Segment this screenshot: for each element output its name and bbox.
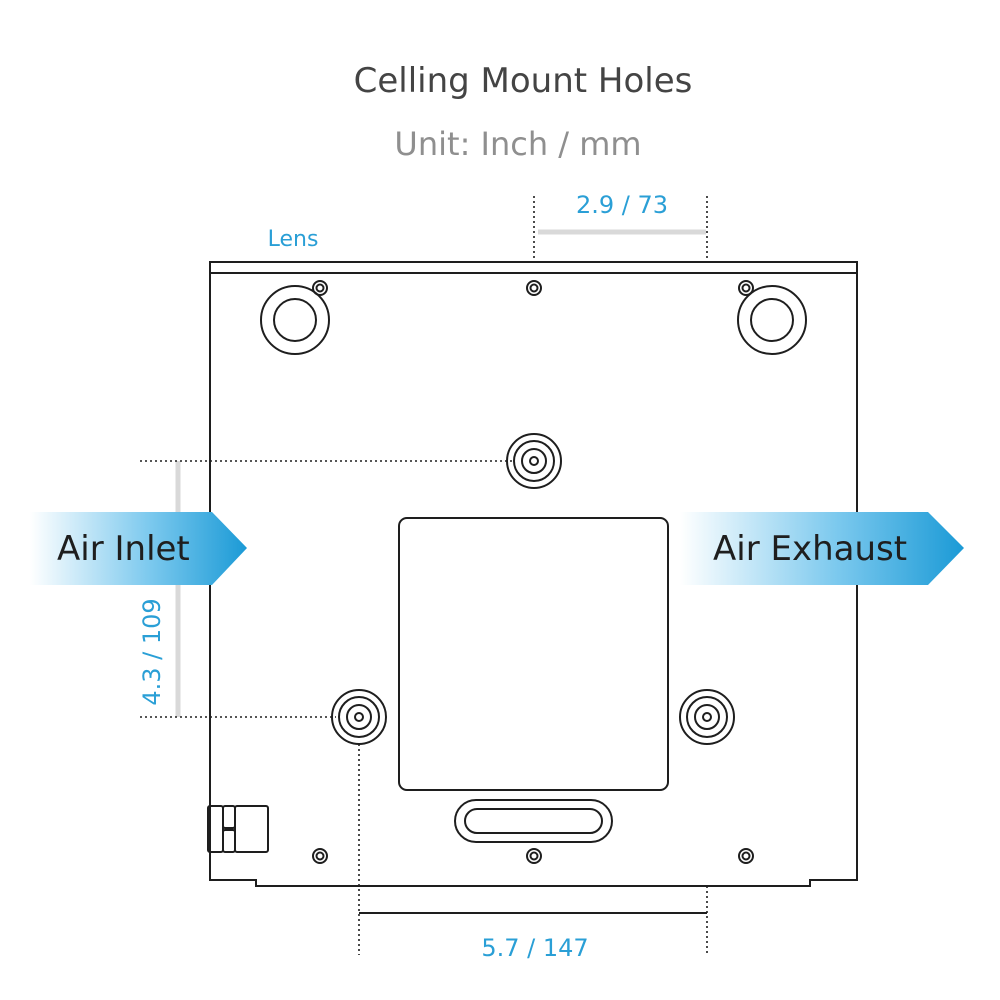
- lens-label: Lens: [268, 227, 319, 252]
- foot-left: [260, 285, 330, 355]
- screw-bottom-left: [312, 848, 328, 864]
- screw-bottom-center: [526, 848, 542, 864]
- projector-body: [209, 261, 858, 887]
- side-dimension-label: 4.3 / 109: [138, 598, 166, 705]
- screw-top-left: [312, 280, 328, 296]
- page-title: Celling Mount Holes: [354, 61, 693, 101]
- handle-slot: [454, 799, 613, 843]
- center-panel: [398, 517, 669, 791]
- air-inlet-arrow: Air Inlet: [30, 512, 247, 585]
- air-exhaust-arrow: Air Exhaust: [680, 512, 964, 585]
- bottom-dimension-label: 5.7 / 147: [481, 934, 588, 962]
- screw-top-center: [526, 280, 542, 296]
- screw-bottom-right: [738, 848, 754, 864]
- foot-right: [737, 285, 807, 355]
- connector-port: [207, 805, 269, 853]
- air-exhaust-label: Air Exhaust: [713, 529, 907, 569]
- screw-top-right: [738, 280, 754, 296]
- unit-subtitle: Unit: Inch / mm: [394, 125, 641, 163]
- top-dimension-label: 2.9 / 73: [576, 191, 668, 219]
- mount-hole-right: [679, 689, 735, 745]
- air-inlet-label: Air Inlet: [57, 529, 190, 569]
